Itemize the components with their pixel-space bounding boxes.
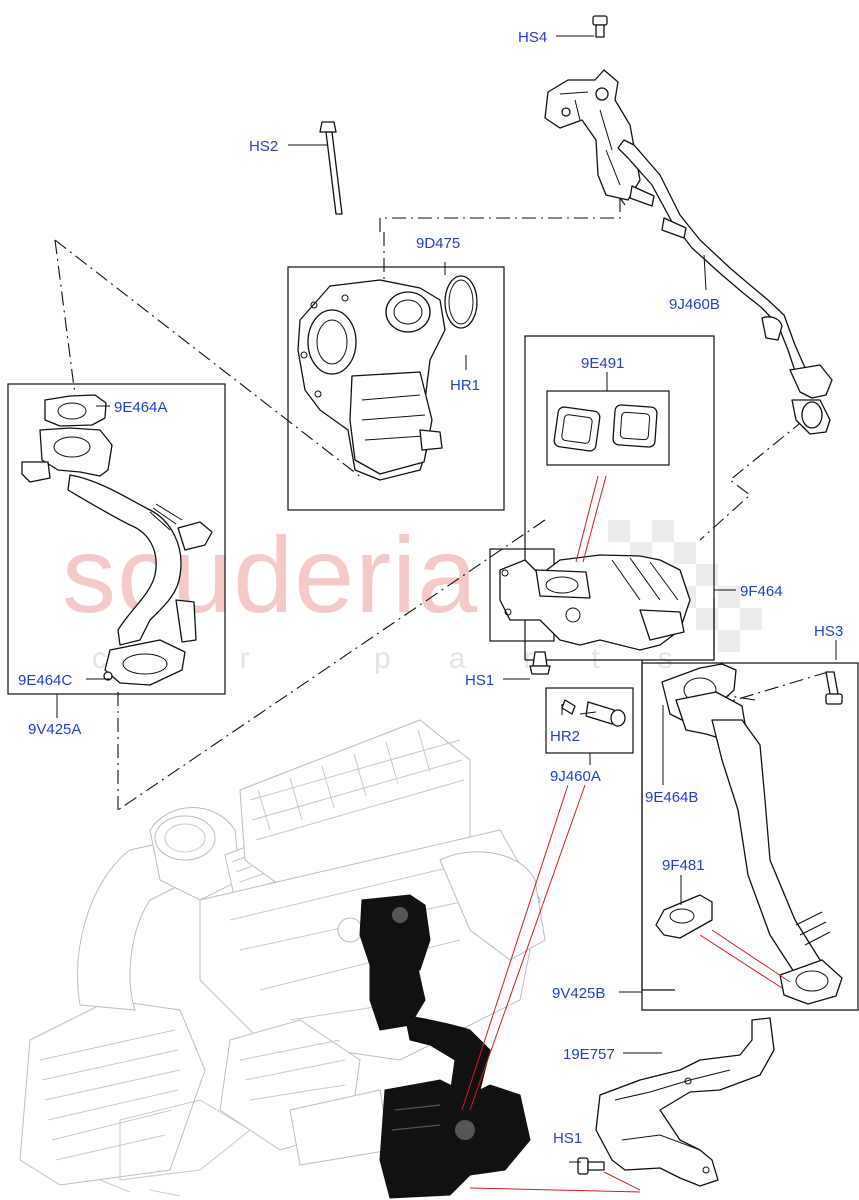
- label-hr2: HR2: [550, 728, 580, 745]
- label-9f481: 9F481: [662, 857, 705, 874]
- label-hs4: HS4: [518, 29, 547, 46]
- bolt-hs1-lower: [577, 1157, 605, 1175]
- label-9j460b: 9J460B: [669, 296, 720, 313]
- part-9f464-egr-cooler: [499, 554, 691, 651]
- bolt-hs4: [592, 15, 608, 38]
- part-9e491-gaskets: [553, 404, 658, 452]
- part-9j460b-pipe: [544, 69, 833, 435]
- bolt-hs2: [319, 121, 343, 215]
- assembly-dash-lines: [54, 197, 829, 811]
- label-9j460a: 9J460A: [550, 768, 601, 785]
- box-9v425a: [7, 383, 226, 695]
- label-hs1-upper: HS1: [465, 672, 494, 689]
- box-9d475: [287, 266, 505, 511]
- label-hs3: HS3: [814, 623, 843, 640]
- part-9v425b-pipe: [655, 663, 843, 1005]
- highlight-leaders: [461, 475, 791, 1193]
- label-19e757: 19E757: [563, 1046, 615, 1063]
- label-9v425a: 9V425A: [28, 721, 81, 738]
- box-9f464: [524, 335, 715, 660]
- label-9d475: 9D475: [416, 235, 460, 252]
- callout-labels: HS4 HS2 9D475 HR1 9J460B 9E464A 9E491 9F…: [18, 29, 843, 1147]
- watermark-brand: scuderia: [62, 514, 478, 635]
- part-9d475-egr-valve: [297, 275, 478, 481]
- label-hr1: HR1: [450, 377, 480, 394]
- part-hr2-sensor: [561, 699, 626, 727]
- label-hs2: HS2: [249, 138, 278, 155]
- watermark-tagline: car parts: [92, 642, 731, 675]
- label-9e464a: 9E464A: [114, 399, 167, 416]
- label-9v425b: 9V425B: [552, 985, 605, 1002]
- part-19e757-heat-shield: [595, 1017, 775, 1187]
- label-9f464: 9F464: [740, 583, 783, 600]
- bolt-hs1-upper: [529, 651, 551, 675]
- part-hr1-oring: [444, 275, 478, 329]
- label-9e464c: 9E464C: [18, 672, 72, 689]
- part-9v425a-pipe: [21, 394, 213, 686]
- egr-assembly-highlight: [359, 894, 531, 1199]
- label-9e464b: 9E464B: [645, 789, 698, 806]
- label-hs1-lower: HS1: [553, 1130, 582, 1147]
- bolt-hs3: [825, 671, 843, 705]
- group-boxes: [7, 266, 859, 1011]
- leader-lines: [56, 35, 837, 1163]
- box-9e491: [546, 390, 670, 466]
- label-9e491: 9E491: [581, 355, 624, 372]
